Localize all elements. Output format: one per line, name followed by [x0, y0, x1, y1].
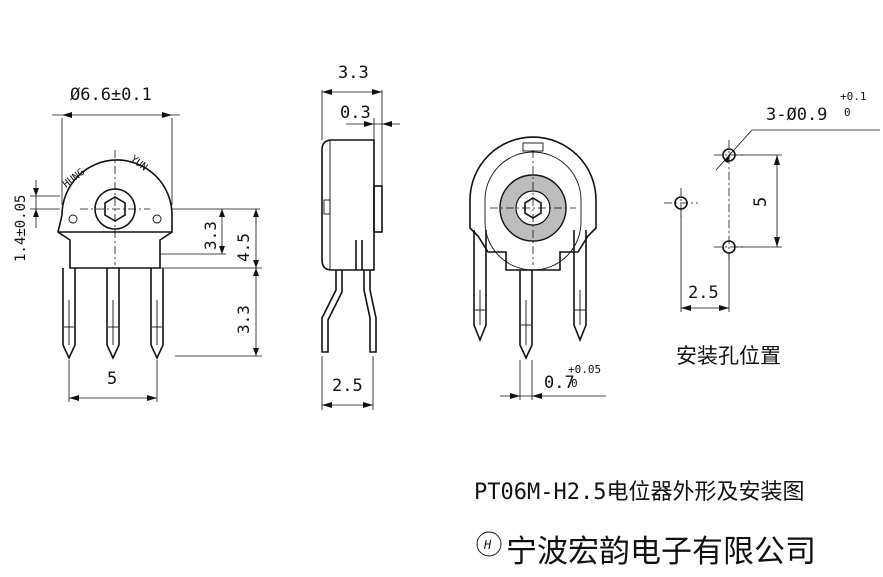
front-diameter-label: Ø6.6±0.1 — [70, 85, 152, 105]
front-pin-left — [62, 268, 76, 360]
hole-tol-high: +0.1 — [840, 90, 867, 103]
side-body — [321, 139, 375, 271]
side-thickness-label: 0.3 — [340, 103, 371, 123]
company-name: 宁波宏韵电子有限公司 — [506, 534, 816, 570]
side-leg-left — [321, 270, 343, 353]
front-body-outline — [57, 159, 173, 269]
front-pin-middle — [106, 268, 120, 360]
front-h1-label: 3.3 — [201, 221, 220, 250]
front-h3-label: 3.3 — [234, 305, 253, 334]
back-pin-tol-high: +0.05 — [568, 363, 601, 376]
back-pin-middle — [519, 270, 533, 360]
front-offset-label: 1.4±0.05 — [13, 195, 29, 262]
front-pitch-label: 5 — [107, 369, 117, 389]
mounting-title: 安装孔位置 — [676, 344, 781, 368]
side-leg-right — [363, 270, 377, 353]
hole-spec-label: 3-Ø0.9 — [766, 105, 827, 125]
hole-horizontal-label: 2.5 — [688, 283, 719, 303]
front-pin-right — [150, 268, 164, 360]
hole-vertical-label: 5 — [751, 197, 771, 207]
side-shaft — [373, 185, 383, 233]
hole-tol-low: 0 — [844, 106, 851, 119]
side-pin-spacing-label: 2.5 — [332, 376, 363, 396]
back-pin-left — [473, 230, 487, 343]
side-leg-tab — [355, 240, 363, 270]
back-pin-tol-low: 0 — [571, 377, 578, 390]
drawing-title: PT06M-H2.5电位器外形及安装图 — [474, 480, 805, 505]
side-view: 3.3 0.3 2.5 — [321, 63, 400, 410]
side-width-label: 3.3 — [338, 63, 369, 83]
back-body-outline — [469, 136, 597, 271]
front-left-hole — [68, 214, 78, 224]
front-right-hole — [152, 214, 162, 224]
mounting-hole-layout: 3-Ø0.9 +0.1 0 5 2.5 — [664, 90, 880, 312]
back-view: 0.7 +0.05 0 — [469, 136, 606, 400]
company-logo-circle — [476, 531, 502, 557]
company-logo-letter: H — [483, 538, 492, 552]
brand-lower-text: YUN — [128, 154, 149, 174]
back-pin-width-label: 0.7 — [544, 373, 575, 393]
front-h2-label: 4.5 — [234, 233, 253, 262]
front-view: HUNG YUN Ø6.6±0.1 1.4±0.05 — [13, 85, 262, 402]
back-pin-right — [573, 230, 587, 343]
brand-upper-text: HUNG — [61, 167, 87, 191]
